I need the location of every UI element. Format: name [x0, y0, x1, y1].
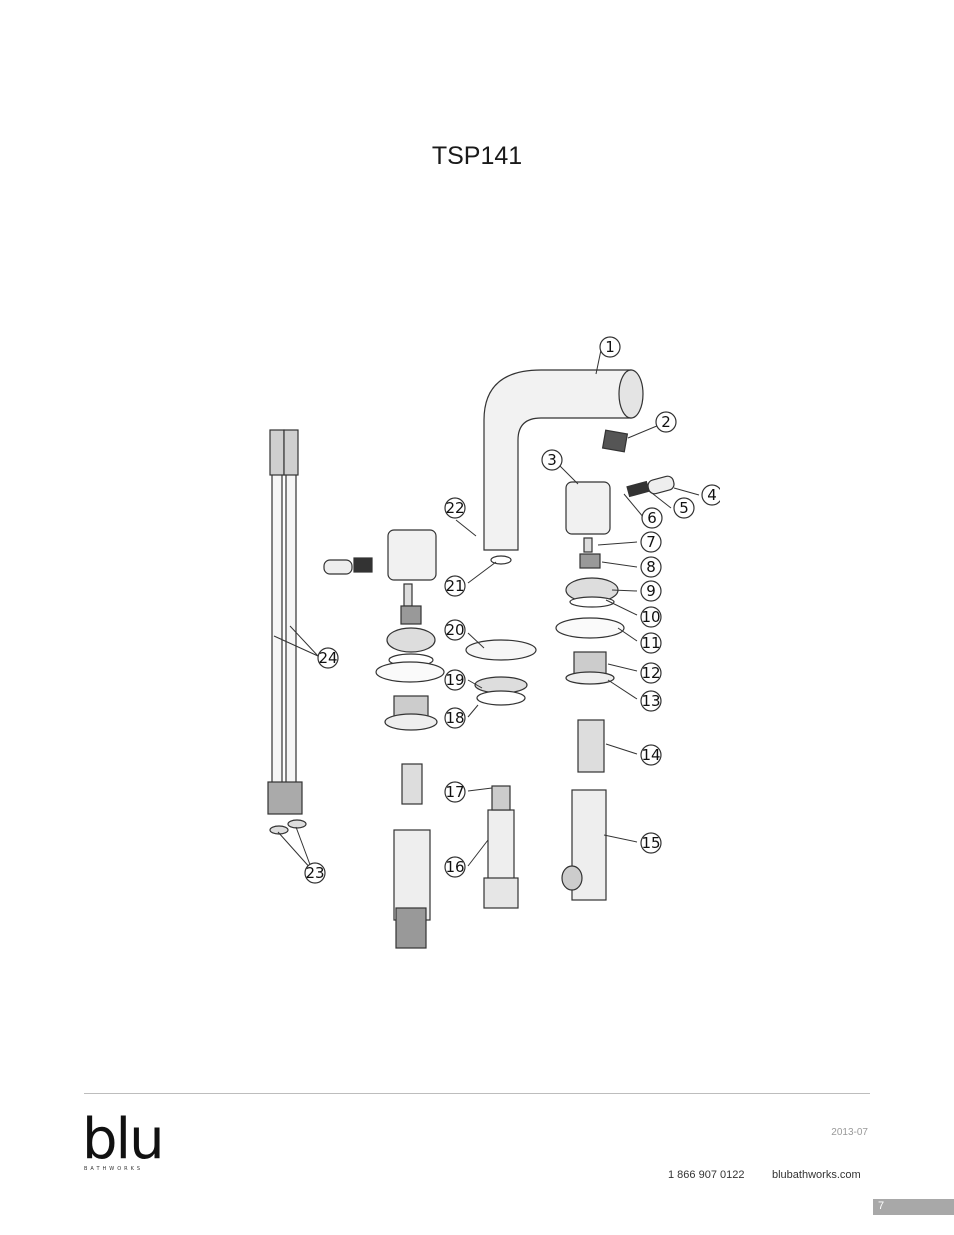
logo-subtitle: BATHWORKS [84, 1166, 144, 1172]
brand-logo: blu BATHWORKS [82, 1112, 166, 1184]
callout-14: 14 [641, 746, 660, 764]
callout-10: 10 [641, 608, 660, 626]
callout-18: 18 [445, 709, 464, 727]
logo-wordmark: blu [82, 1107, 165, 1172]
page-number-bar: 7 [873, 1199, 954, 1215]
document-title: TSP141 [431, 142, 523, 170]
exploded-view-drawing: 1 2 3 4 5 6 7 8 9 10 11 12 13 14 15 16 1… [256, 330, 720, 960]
callout-19: 19 [445, 671, 464, 689]
callout-12: 12 [641, 664, 660, 682]
callout-17: 17 [445, 783, 464, 801]
exploded-parts-diagram: 1 2 3 4 5 6 7 8 9 10 11 12 13 14 15 16 1… [256, 330, 720, 960]
callout-24: 24 [318, 649, 337, 667]
callout-21: 21 [445, 577, 464, 595]
callout-6: 6 [647, 509, 657, 527]
callout-16: 16 [445, 858, 464, 876]
callout-2: 2 [661, 413, 671, 431]
callout-5: 5 [679, 499, 689, 517]
footer-divider [84, 1093, 870, 1094]
website-link[interactable]: blubathworks.com [772, 1169, 861, 1181]
phone-number: 1 866 907 0122 [668, 1169, 745, 1181]
callout-20: 20 [445, 621, 464, 639]
callout-23: 23 [305, 864, 324, 882]
callout-22: 22 [445, 499, 464, 517]
callout-13: 13 [641, 692, 660, 710]
callout-4: 4 [707, 486, 717, 504]
callout-9: 9 [646, 582, 656, 600]
callout-8: 8 [646, 558, 656, 576]
callout-11: 11 [641, 634, 660, 652]
revision-date: 2013-07 [831, 1127, 868, 1138]
callout-1: 1 [605, 338, 615, 356]
callout-3: 3 [547, 451, 557, 469]
callout-7: 7 [646, 533, 656, 551]
callout-15: 15 [641, 834, 660, 852]
page-number: 7 [878, 1200, 885, 1212]
